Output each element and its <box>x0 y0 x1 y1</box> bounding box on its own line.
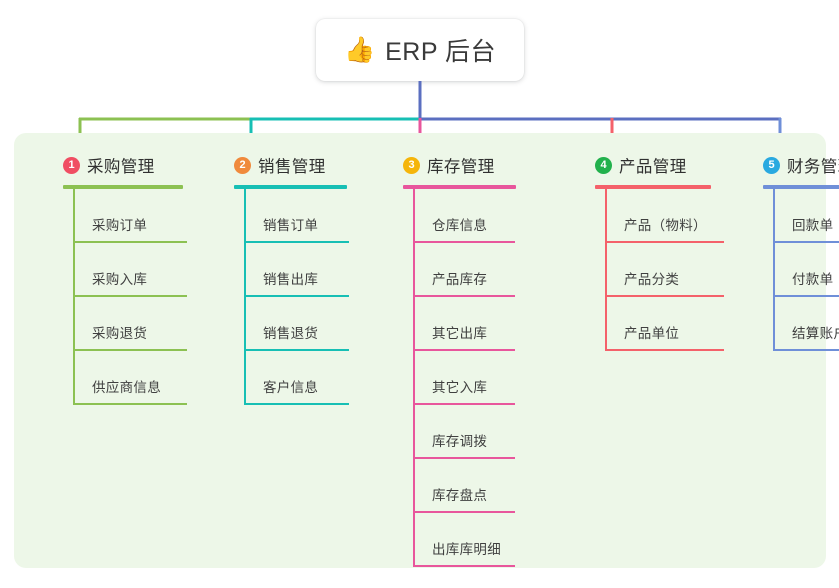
branch-item-label: 库存调拨 <box>432 434 488 449</box>
branch-item-rule <box>773 349 839 351</box>
branch-item-rule <box>605 295 724 297</box>
branch-header-2[interactable]: 2 销售管理 <box>210 145 379 185</box>
branch-header-5[interactable]: 5 财务管理 <box>739 145 839 185</box>
branch-badge-1: 1 <box>63 156 80 174</box>
branch-header-rule-3 <box>403 185 516 189</box>
branch-item[interactable]: 客户信息 <box>244 351 349 405</box>
branch-item-rule <box>413 511 515 513</box>
root-node-label: ERP 后台 <box>385 38 497 66</box>
branch-columns: 1 采购管理采购订单采购入库采购退货供应商信息 2 销售管理销售订单销售出库销售退货客… <box>14 133 839 568</box>
branch-item-rule <box>73 403 187 405</box>
branch-item[interactable]: 库存盘点 <box>413 459 515 513</box>
branch-item-label: 付款单 <box>792 272 834 287</box>
branch-title-4: 产品管理 <box>619 158 687 176</box>
branch-item[interactable]: 销售退货 <box>244 297 349 351</box>
branch-item-label: 产品（物料） <box>624 218 707 233</box>
branch-item-label: 产品分类 <box>624 272 680 287</box>
branch-item-rule <box>244 295 349 297</box>
branch-item-label: 供应商信息 <box>92 380 161 395</box>
branch-item-rule <box>413 565 515 567</box>
branch-header-4[interactable]: 4 产品管理 <box>571 145 739 185</box>
branch-item[interactable]: 付款单 <box>773 243 839 297</box>
branch-item[interactable]: 产品分类 <box>605 243 724 297</box>
branch-item-rule <box>605 241 724 243</box>
branch-item-label: 采购订单 <box>92 218 148 233</box>
branch-spine-3 <box>413 189 415 567</box>
branch-item-rule <box>605 349 724 351</box>
branch-title-2: 销售管理 <box>258 158 326 176</box>
branch-item-label: 销售出库 <box>263 272 319 287</box>
branch-item[interactable]: 采购退货 <box>73 297 187 351</box>
branch-item-rule <box>413 457 515 459</box>
branch-item-rule <box>413 403 515 405</box>
branch-column-1: 1 采购管理采购订单采购入库采购退货供应商信息 <box>39 145 210 405</box>
branch-item-label: 其它出库 <box>432 326 488 341</box>
branch-spine-5 <box>773 189 775 351</box>
branch-item-label: 回款单 <box>792 218 834 233</box>
branch-item-label: 结算账户 <box>792 326 839 341</box>
branch-item-rule <box>413 295 515 297</box>
branch-header-3[interactable]: 3 库存管理 <box>379 145 571 185</box>
branch-item[interactable]: 库存调拨 <box>413 405 515 459</box>
branch-item-label: 仓库信息 <box>432 218 488 233</box>
branch-item[interactable]: 产品单位 <box>605 297 724 351</box>
branch-item-rule <box>73 295 187 297</box>
thumbs-up-icon: 👍 <box>343 35 376 64</box>
branch-item-label: 其它入库 <box>432 380 488 395</box>
branch-header-1[interactable]: 1 采购管理 <box>39 145 210 185</box>
branch-badge-5: 5 <box>763 156 780 174</box>
branch-spine-1 <box>73 189 75 405</box>
branch-badge-2: 2 <box>234 156 251 174</box>
branch-column-2: 2 销售管理销售订单销售出库销售退货客户信息 <box>210 145 379 405</box>
branch-header-rule-4 <box>595 185 711 189</box>
branch-item[interactable]: 销售出库 <box>244 243 349 297</box>
branch-column-4: 4 产品管理产品（物料） 产品分类产品单位 <box>571 145 739 351</box>
branch-item[interactable]: 仓库信息 <box>413 189 515 243</box>
branch-header-rule-2 <box>234 185 347 189</box>
branch-item-rule <box>244 403 349 405</box>
branch-item[interactable]: 出库库明细 <box>413 513 515 567</box>
branch-item-label: 销售退货 <box>263 326 319 341</box>
branch-item-label: 客户信息 <box>263 380 319 395</box>
branch-header-rule-1 <box>63 185 183 189</box>
branch-item-label: 销售订单 <box>263 218 319 233</box>
branch-item-rule <box>773 295 839 297</box>
branch-title-1: 采购管理 <box>87 158 155 176</box>
branch-item-rule <box>773 241 839 243</box>
branch-item[interactable]: 产品（物料） <box>605 189 724 243</box>
branch-column-5: 5 财务管理回款单付款单结算账户 <box>739 145 839 351</box>
branch-title-5: 财务管理 <box>787 158 839 176</box>
branch-item[interactable]: 采购入库 <box>73 243 187 297</box>
root-node[interactable]: 👍 ERP 后台 <box>316 19 524 81</box>
branch-header-rule-5 <box>763 185 839 189</box>
branch-item-label: 采购入库 <box>92 272 148 287</box>
branch-item[interactable]: 其它出库 <box>413 297 515 351</box>
branch-badge-4: 4 <box>595 156 612 174</box>
branch-item-rule <box>413 241 515 243</box>
branch-item-label: 库存盘点 <box>432 488 488 503</box>
branch-item[interactable]: 销售订单 <box>244 189 349 243</box>
branch-spine-2 <box>244 189 246 405</box>
branch-item-label: 出库库明细 <box>432 542 501 557</box>
branch-item[interactable]: 其它入库 <box>413 351 515 405</box>
branch-item[interactable]: 回款单 <box>773 189 839 243</box>
branch-column-3: 3 库存管理仓库信息产品库存其它出库其它入库库存调拨库存盘点出库库明细 <box>379 145 571 567</box>
branch-item[interactable]: 供应商信息 <box>73 351 187 405</box>
branch-item[interactable]: 结算账户 <box>773 297 839 351</box>
branch-title-3: 库存管理 <box>427 158 495 176</box>
branch-spine-4 <box>605 189 607 351</box>
branch-item-rule <box>73 241 187 243</box>
branch-item-label: 产品单位 <box>624 326 680 341</box>
branch-item-rule <box>244 241 349 243</box>
branch-item-label: 采购退货 <box>92 326 148 341</box>
branch-item[interactable]: 采购订单 <box>73 189 187 243</box>
branch-item[interactable]: 产品库存 <box>413 243 515 297</box>
branch-badge-3: 3 <box>403 156 420 174</box>
branch-item-rule <box>413 349 515 351</box>
branch-item-rule <box>244 349 349 351</box>
branch-item-label: 产品库存 <box>432 272 488 287</box>
branch-item-rule <box>73 349 187 351</box>
